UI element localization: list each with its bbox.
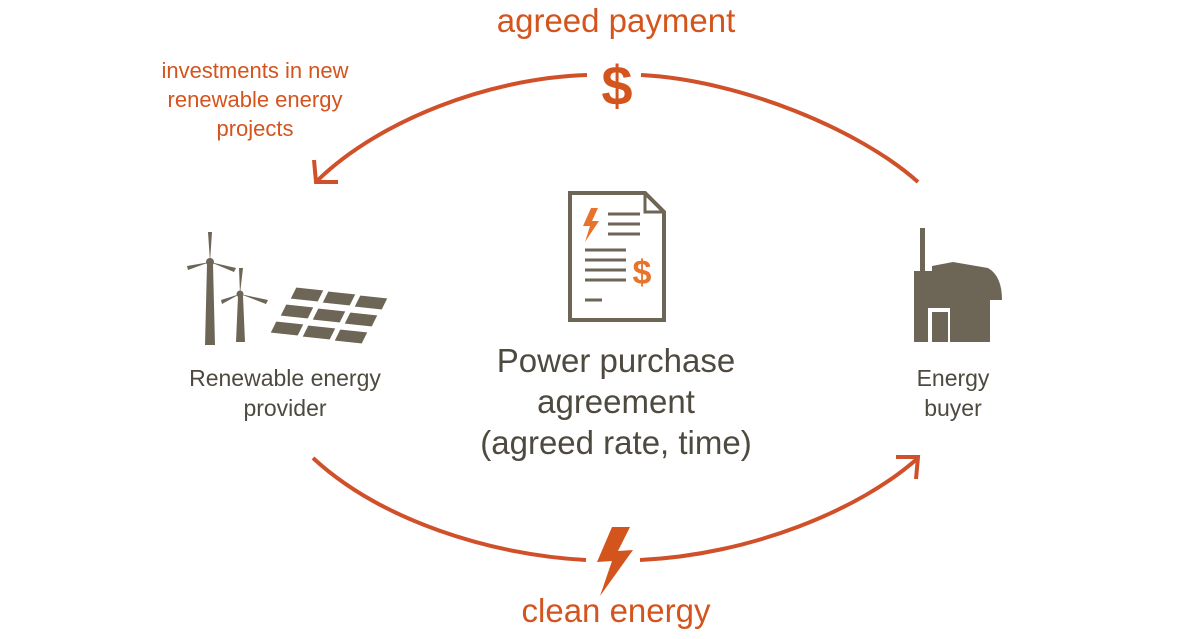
ppa-title-line: (agreed rate, time) [480, 424, 752, 461]
ppa-title-line: Power purchase [496, 342, 736, 379]
factory-icon [914, 228, 1002, 342]
clean-energy-arrow [311, 455, 921, 562]
investment-label: investments in new renewable energy proj… [100, 56, 410, 143]
ppa-title: Power purchase agreement (agreed rate, t… [440, 340, 792, 463]
payment-arrow [312, 73, 920, 184]
ppa-title-line: agreement [537, 383, 695, 420]
provider-label: Renewable energy provider [140, 363, 430, 423]
investment-label-line: investments in new [161, 58, 349, 83]
provider-label-line: provider [243, 395, 327, 421]
lightning-icon [597, 527, 633, 596]
agreed-payment-label: agreed payment [496, 2, 736, 39]
clean-energy-label: clean energy [521, 592, 711, 629]
svg-text:$: $ [633, 254, 652, 292]
wind-turbine-icon [187, 232, 268, 345]
buyer-label: Energy buyer [880, 363, 1026, 423]
investment-label-line: projects [216, 116, 294, 141]
document-icon: $ [568, 191, 666, 322]
buyer-label-line: Energy [916, 365, 990, 391]
investment-label-line: renewable energy [167, 87, 343, 112]
dollar-icon: $ [601, 54, 632, 117]
solar-panel-icon [269, 286, 389, 345]
provider-label-line: Renewable energy [189, 365, 381, 391]
buyer-label-line: buyer [924, 395, 982, 421]
